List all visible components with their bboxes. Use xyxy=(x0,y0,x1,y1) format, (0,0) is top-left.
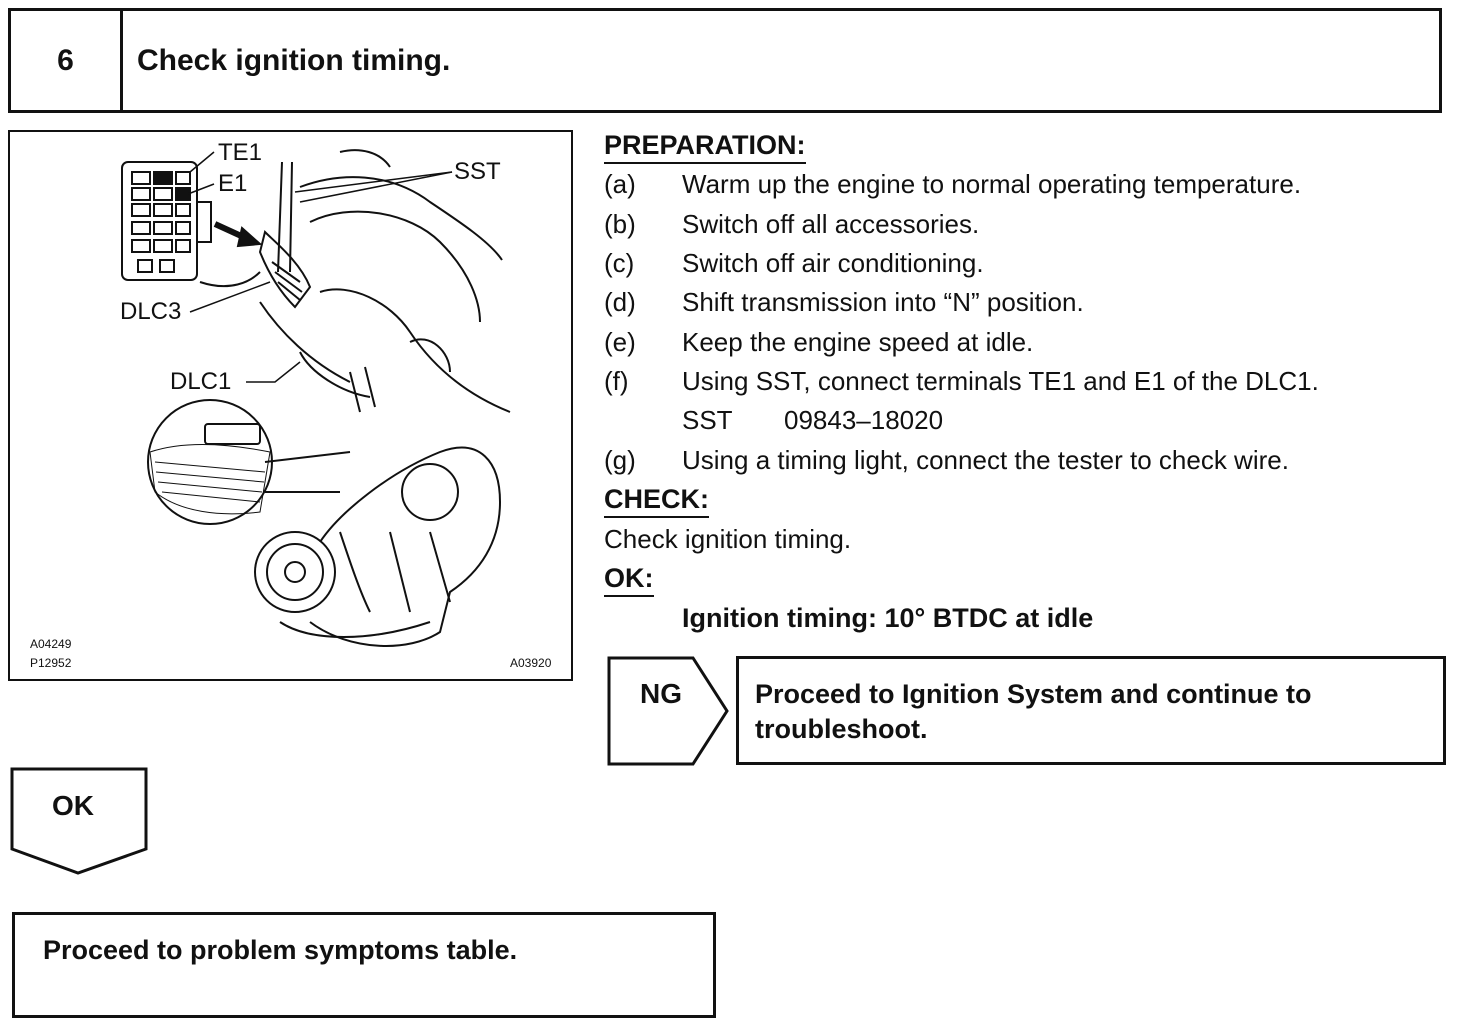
ok-arrow-shape xyxy=(10,767,148,875)
preparation-section: PREPARATION: xyxy=(604,128,1464,164)
label-sst: SST xyxy=(454,158,501,185)
step-number: 6 xyxy=(11,11,123,110)
ok-spec-section: OK: xyxy=(604,561,654,597)
prep-step: (e) Keep the engine speed at idle. xyxy=(604,325,1033,359)
check-section: CHECK: xyxy=(604,482,709,518)
check-heading: CHECK: xyxy=(604,482,709,518)
prep-step-label: (a) xyxy=(604,169,636,199)
prep-step-label: (f) xyxy=(604,366,629,396)
prep-step-text: Keep the engine speed at idle. xyxy=(682,327,1034,357)
prep-step-label: (d) xyxy=(604,287,636,317)
prep-step-label: (e) xyxy=(604,327,636,357)
leader-lines xyxy=(187,151,453,383)
prep-step-text: Shift transmission into “N” position. xyxy=(682,287,1084,317)
label-e1: E1 xyxy=(218,170,248,197)
engine-illustration: TE1 E1 SST DLC3 DLC1 A04249 P12952 A0392… xyxy=(8,130,573,681)
step-header: 6 Check ignition timing. xyxy=(8,8,1442,113)
step-title: Check ignition timing. xyxy=(137,43,451,77)
ignition-spec: Ignition timing: 10° BTDC at idle xyxy=(682,603,1094,633)
prep-step-label: (c) xyxy=(604,248,635,278)
prep-step-label: (b) xyxy=(604,209,636,239)
sst-number: 09843–18020 xyxy=(784,405,944,435)
prep-step-text: Switch off air conditioning. xyxy=(682,248,984,278)
prep-step: (b) Switch off all accessories. xyxy=(604,207,979,241)
sst-line: SST 09843–18020 xyxy=(682,403,943,437)
label-dlc3: DLC3 xyxy=(120,298,182,325)
prep-step: (g) Using a timing light, connect the tes… xyxy=(604,443,1289,477)
engine-drawing xyxy=(121,149,511,647)
result-box: Proceed to problem symptoms table. xyxy=(12,912,716,1018)
check-text: Check ignition timing. xyxy=(604,524,852,554)
ng-arrow-shape xyxy=(607,656,729,766)
preparation-heading: PREPARATION: xyxy=(604,128,806,164)
prep-step-text: Switch off all accessories. xyxy=(682,209,980,239)
ng-label: NG xyxy=(640,678,682,709)
prep-step: (c) Switch off air conditioning. xyxy=(604,246,984,280)
figure-code-3: A03920 xyxy=(510,656,552,670)
prep-step: (a) Warm up the engine to normal operatin… xyxy=(604,167,1301,201)
prep-step-text: Using a timing light, connect the tester… xyxy=(682,445,1289,475)
prep-step-label: (g) xyxy=(604,445,636,475)
prep-step: (d) Shift transmission into “N” position. xyxy=(604,285,1084,319)
prep-step-text: Using SST, connect terminals TE1 and E1 … xyxy=(682,366,1319,396)
label-dlc1: DLC1 xyxy=(170,368,232,395)
sst-label: SST xyxy=(682,405,733,435)
figure-code-2: P12952 xyxy=(30,656,72,670)
ng-action-box: Proceed to Ignition System and continue … xyxy=(736,656,1446,765)
prep-step: (f) Using SST, connect terminals TE1 and … xyxy=(604,364,1319,398)
ok-heading: OK: xyxy=(604,561,654,597)
label-te1: TE1 xyxy=(218,139,263,166)
figure-code-1: A04249 xyxy=(30,637,72,651)
ok-label: OK xyxy=(52,790,94,821)
prep-step-text: Warm up the engine to normal operating t… xyxy=(682,169,1302,199)
